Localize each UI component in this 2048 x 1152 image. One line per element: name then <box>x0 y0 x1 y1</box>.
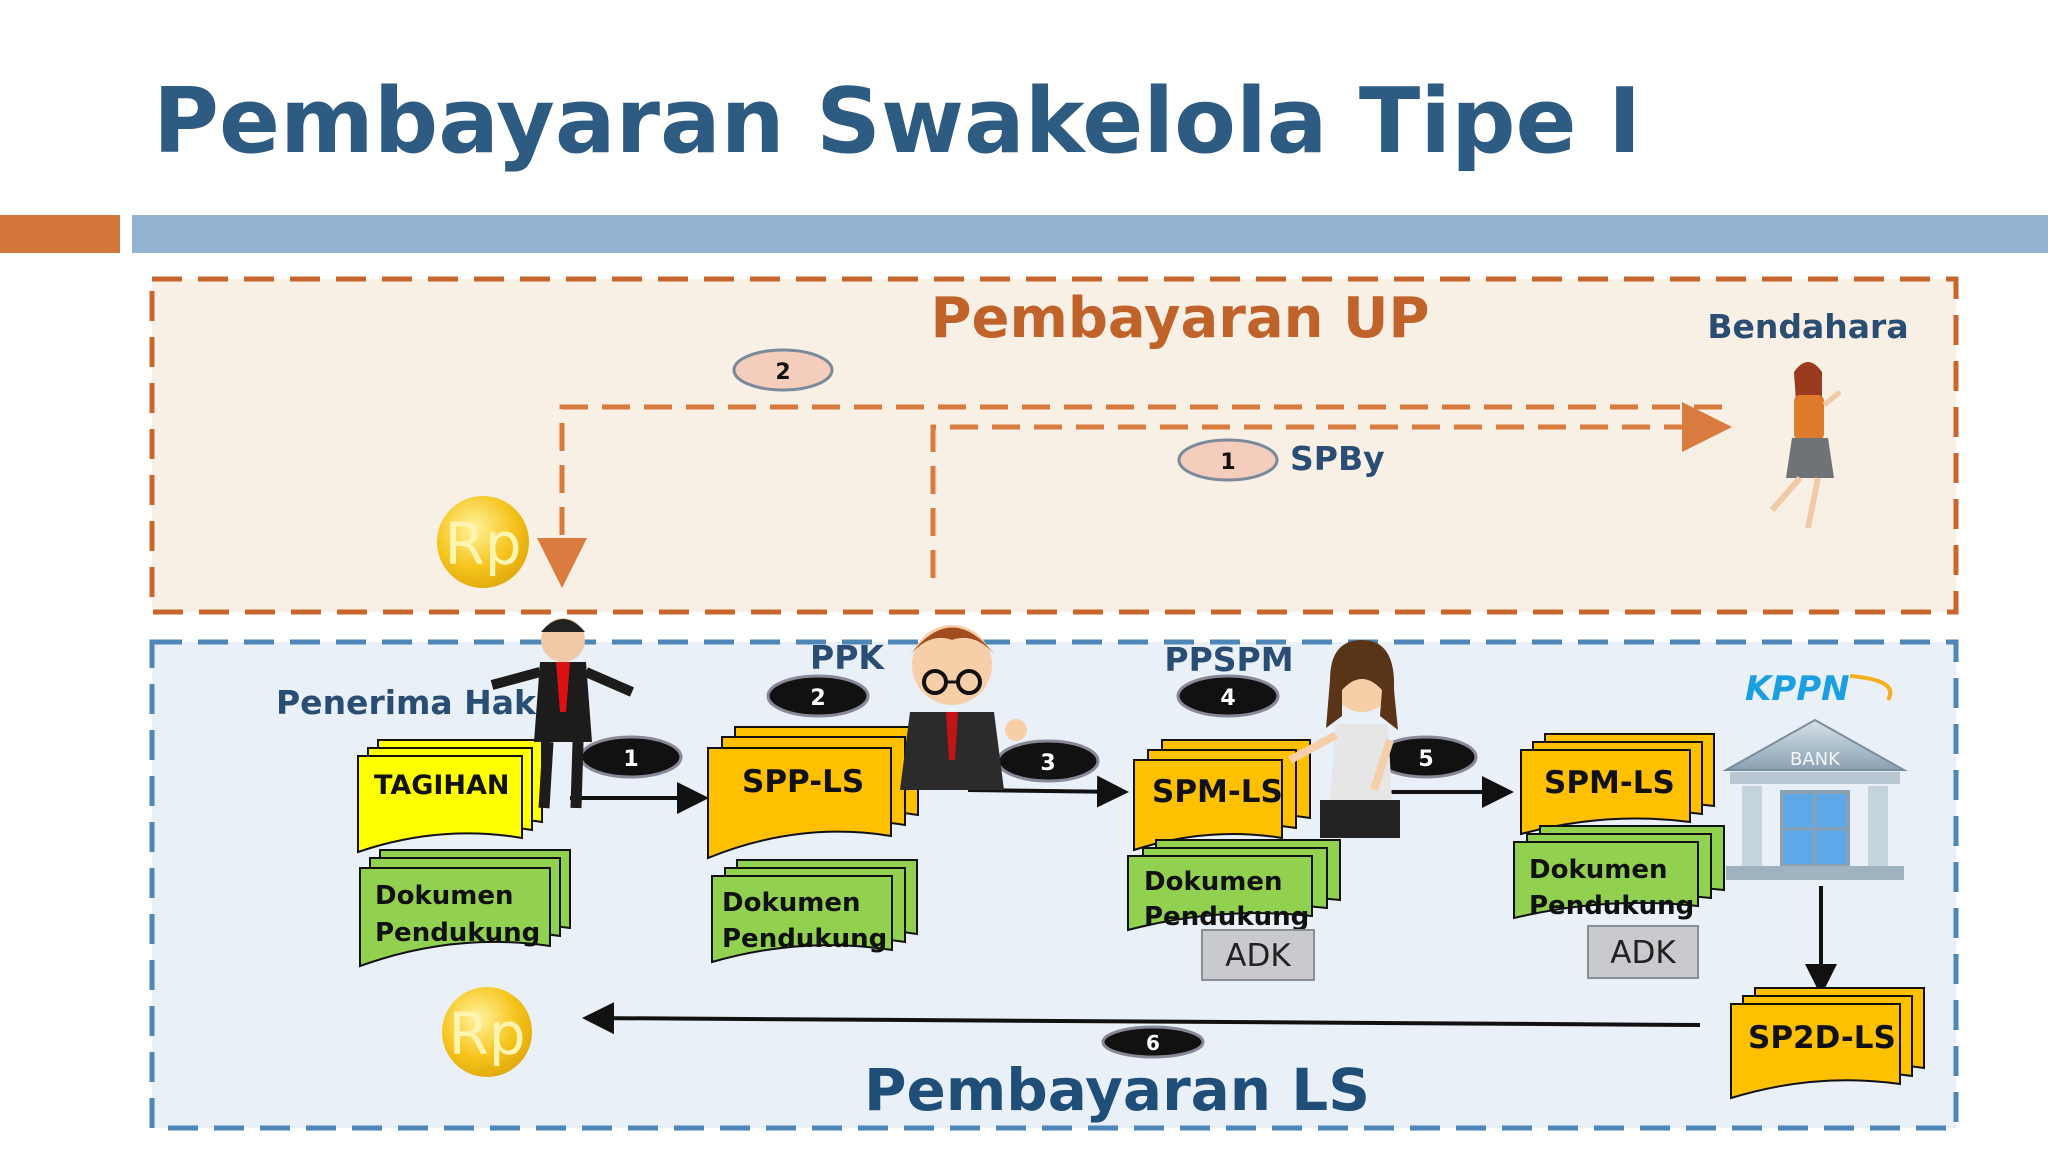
spm-ls-supporting-docs-kppn: Dokumen Pendukung <box>1513 825 1725 921</box>
svg-text:2: 2 <box>810 686 825 711</box>
spby-label: SPBy <box>1290 439 1385 478</box>
rupiah-coin-icon: Rp <box>437 496 529 588</box>
svg-text:4: 4 <box>1220 686 1235 711</box>
svg-text:BANK: BANK <box>1790 749 1841 770</box>
page-title: Pembayaran Swakelola Tipe I <box>153 69 1641 174</box>
svg-text:SPP-LS: SPP-LS <box>742 764 864 800</box>
spm-ls-document-kppn: SPM-LS <box>1520 733 1715 836</box>
bank-building-icon: BANK <box>1722 718 1908 880</box>
up-flow-arrow-1 <box>930 402 1732 578</box>
up-step-1-badge: 1 <box>1177 438 1279 482</box>
spm-ls-supporting-docs-ppspm: Dokumen Pendukung <box>1127 839 1341 932</box>
ls-section: Pembayaran LS Penerima Hak PPK PPSPM KPP… <box>149 618 1959 1131</box>
svg-text:Rp: Rp <box>444 510 521 578</box>
tagihan-supporting-docs: Dokumen Pendukung <box>359 849 571 968</box>
header-accent-orange <box>0 215 120 253</box>
rupiah-coin-icon-ls: Rp <box>442 987 532 1077</box>
ls-step-6-badge: 6 <box>1101 1025 1205 1059</box>
adk-box-ppspm: ADK <box>1201 929 1315 981</box>
svg-text:ADK: ADK <box>1610 935 1676 971</box>
ppspm-woman-icon <box>1288 640 1400 838</box>
svg-text:SPM-LS: SPM-LS <box>1544 765 1675 801</box>
ls-step-3-badge: 3 <box>996 739 1100 783</box>
ls-step-4-badge: 4 <box>1176 674 1280 718</box>
svg-text:Dokumen: Dokumen <box>722 888 860 918</box>
ls-heading: Pembayaran LS <box>864 1056 1370 1124</box>
svg-text:Dokumen: Dokumen <box>375 881 513 911</box>
header-accent-blue <box>132 215 2048 253</box>
penerima-hak-man-icon <box>490 618 634 809</box>
bendahara-woman-icon <box>1769 362 1842 529</box>
svg-text:1: 1 <box>1220 450 1235 475</box>
up-step-2-badge: 2 <box>732 348 834 392</box>
svg-text:6: 6 <box>1146 1031 1160 1055</box>
tagihan-document: TAGIHAN <box>357 739 543 854</box>
svg-text:Dokumen: Dokumen <box>1529 855 1667 885</box>
adk-box-kppn: ADK <box>1587 925 1699 979</box>
ls-arrow-6 <box>582 1002 1701 1035</box>
up-heading: Pembayaran UP <box>930 286 1429 351</box>
svg-text:TAGIHAN: TAGIHAN <box>374 770 510 801</box>
svg-text:Rp: Rp <box>448 1000 525 1068</box>
ppk-label: PPK <box>810 638 885 677</box>
sp2d-ls-document: SP2D-LS <box>1730 987 1925 1100</box>
ppspm-label: PPSPM <box>1164 640 1293 679</box>
bendahara-label: Bendahara <box>1707 307 1908 346</box>
ls-arrow-3 <box>967 775 1129 808</box>
penerima-hak-label: Penerima Hak <box>276 683 537 722</box>
ls-step-1-badge: 1 <box>579 735 683 779</box>
svg-text:1: 1 <box>623 747 638 772</box>
ls-step-5-badge: 5 <box>1374 735 1478 779</box>
svg-text:Pendukung: Pendukung <box>722 924 887 954</box>
ppk-man-icon <box>900 625 1027 790</box>
svg-text:ADK: ADK <box>1225 938 1291 974</box>
svg-text:3: 3 <box>1040 751 1055 776</box>
svg-text:Pendukung: Pendukung <box>375 918 540 948</box>
svg-text:Pendukung: Pendukung <box>1529 891 1694 921</box>
ls-step-2-badge: 2 <box>766 674 870 718</box>
spp-ls-document: SPP-LS <box>707 726 919 860</box>
spm-ls-document-ppspm: SPM-LS <box>1133 739 1311 852</box>
kppn-logo: KPPN <box>1745 669 1893 709</box>
svg-text:SP2D-LS: SP2D-LS <box>1748 1020 1896 1056</box>
svg-text:SPM-LS: SPM-LS <box>1152 774 1283 810</box>
svg-text:5: 5 <box>1418 747 1433 772</box>
svg-text:Dokumen: Dokumen <box>1144 867 1282 897</box>
up-flow-arrow-2 <box>537 404 1722 588</box>
svg-text:2: 2 <box>775 360 790 385</box>
svg-text:Pendukung: Pendukung <box>1144 902 1309 932</box>
svg-text:KPPN: KPPN <box>1745 669 1850 709</box>
spp-ls-supporting-docs: Dokumen Pendukung <box>711 859 918 964</box>
up-section: Pembayaran UP Bendahara 2 1 SPBy Rp <box>149 276 1959 615</box>
